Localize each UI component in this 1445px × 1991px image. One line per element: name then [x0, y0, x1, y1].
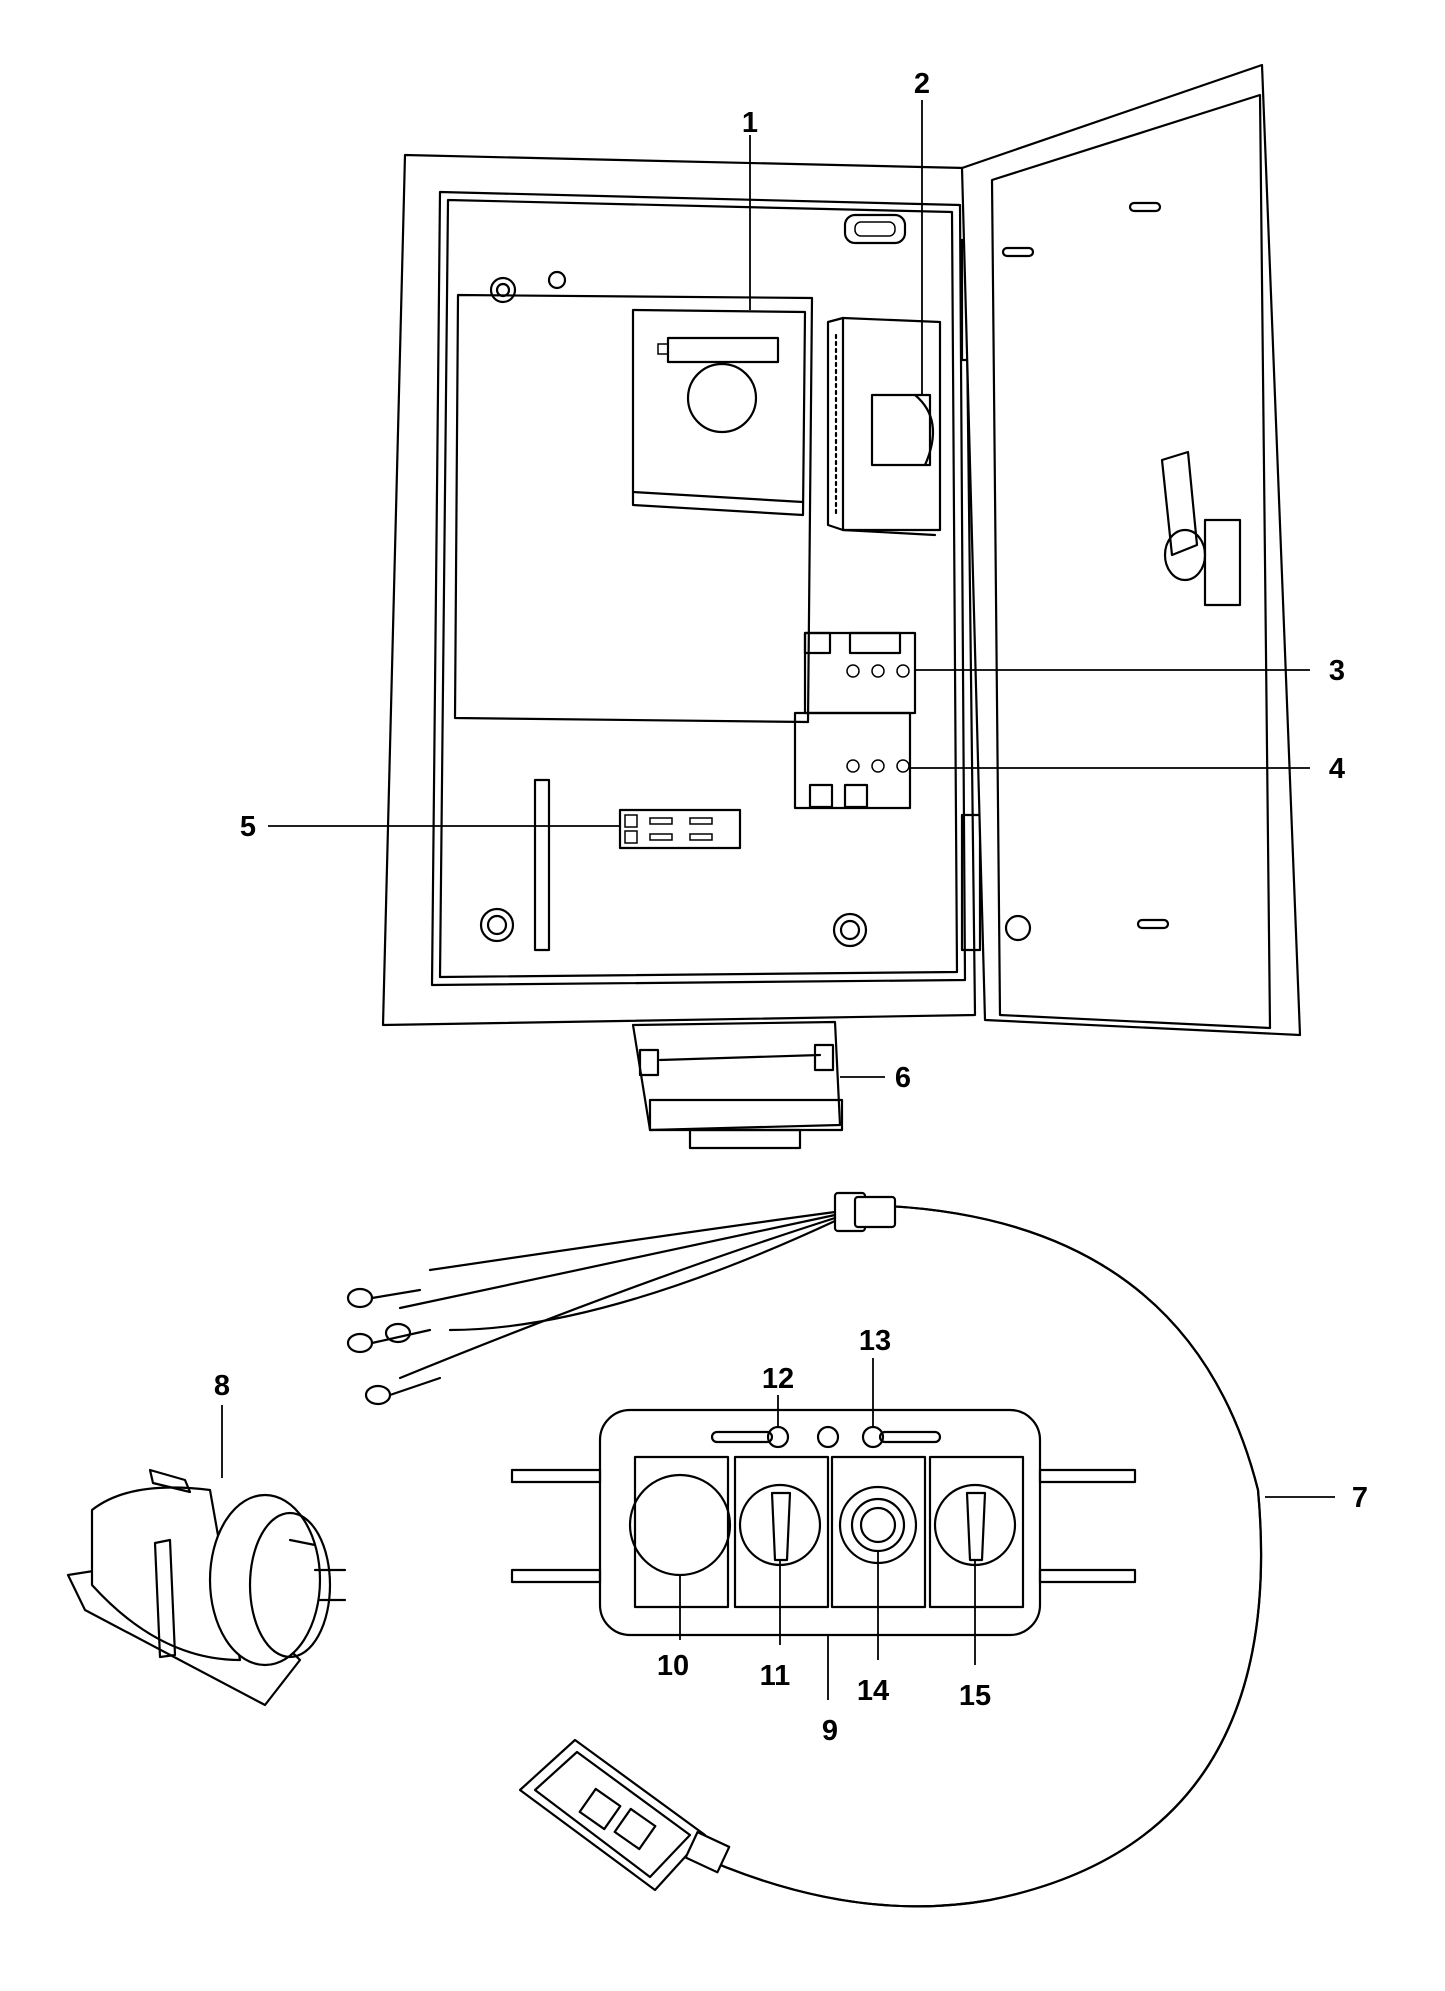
cabinet-bolts: [479, 213, 907, 948]
leader-lines: [221, 100, 1335, 1700]
cooling-fan: [826, 316, 942, 537]
plug-box: [518, 1738, 731, 1892]
breaker-module: [631, 308, 807, 517]
callout-4: 4: [1329, 753, 1345, 785]
cabinet-door: [960, 63, 1302, 1037]
cabinet-socket: [631, 1020, 844, 1150]
callout-13: 13: [859, 1325, 891, 1357]
callout-7: 7: [1352, 1482, 1368, 1514]
callout-14: 14: [857, 1675, 889, 1707]
callout-5: 5: [240, 811, 256, 843]
callout-2: 2: [914, 68, 930, 100]
callout-1: 1: [742, 107, 758, 139]
callout-15: 15: [959, 1680, 991, 1712]
callout-12: 12: [762, 1363, 794, 1395]
callout-9: 9: [822, 1715, 838, 1747]
callout-8: 8: [214, 1370, 230, 1402]
callout-6: 6: [895, 1062, 911, 1094]
electrical-cabinet: [381, 153, 982, 1027]
callout-labels: 1 2 3 4 5 6 7 8 9 10 11 12 13 14 15: [214, 68, 1368, 1747]
control-panel: [510, 1408, 1137, 1637]
cable-assembly: [346, 1191, 1263, 1908]
wall-plug: [66, 1468, 347, 1707]
callout-10: 10: [657, 1650, 689, 1682]
callout-11: 11: [760, 1660, 791, 1692]
terminal-strip: [533, 778, 742, 952]
callout-3: 3: [1329, 655, 1345, 687]
contactor-block: [793, 631, 917, 810]
